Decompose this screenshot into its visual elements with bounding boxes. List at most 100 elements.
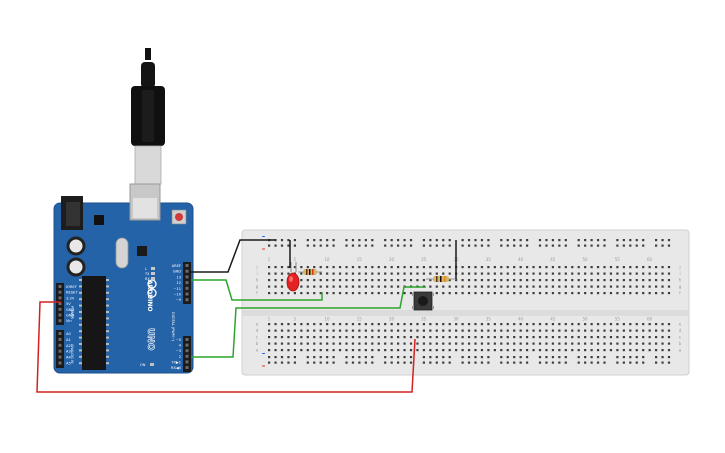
bb-rail-hole[interactable] <box>332 361 335 364</box>
bb-hole[interactable] <box>500 266 503 269</box>
bb-hole[interactable] <box>629 323 632 326</box>
bb-hole[interactable] <box>300 292 303 295</box>
bb-hole[interactable] <box>616 272 619 275</box>
bb-rail-hole[interactable] <box>326 239 329 242</box>
bb-rail-hole[interactable] <box>526 356 529 359</box>
bb-hole[interactable] <box>558 292 561 295</box>
led-component[interactable] <box>286 262 300 292</box>
analog-pin-2[interactable] <box>58 343 62 347</box>
bb-hole[interactable] <box>338 285 342 288</box>
bb-hole[interactable] <box>461 266 464 269</box>
bb-hole[interactable] <box>642 329 645 332</box>
bb-hole[interactable] <box>300 323 303 326</box>
bb-hole[interactable] <box>390 329 393 332</box>
bb-hole[interactable] <box>603 336 606 339</box>
bb-hole[interactable] <box>280 329 284 332</box>
bb-hole[interactable] <box>538 342 542 345</box>
bb-hole[interactable] <box>603 285 606 288</box>
bb-rail-hole[interactable] <box>326 244 329 247</box>
bb-hole[interactable] <box>409 342 413 345</box>
bb-hole[interactable] <box>629 349 632 352</box>
bb-hole[interactable] <box>371 285 374 288</box>
bb-hole[interactable] <box>590 336 593 339</box>
bb-rail-hole[interactable] <box>538 361 542 364</box>
digital-bottom-pin-4[interactable] <box>185 360 189 364</box>
bb-hole[interactable] <box>319 336 322 339</box>
bb-rail-hole[interactable] <box>280 361 284 364</box>
bb-hole[interactable] <box>390 323 393 326</box>
bb-hole[interactable] <box>661 329 664 332</box>
bb-rail-hole[interactable] <box>667 361 671 364</box>
bb-hole[interactable] <box>371 349 374 352</box>
bb-hole[interactable] <box>448 349 451 352</box>
bb-hole[interactable] <box>622 336 625 339</box>
bb-hole[interactable] <box>377 279 380 282</box>
bb-hole[interactable] <box>268 272 271 275</box>
bb-rail-hole[interactable] <box>371 361 374 364</box>
bb-hole[interactable] <box>545 292 548 295</box>
bb-rail-hole[interactable] <box>461 239 464 242</box>
bb-hole[interactable] <box>332 266 335 269</box>
bb-hole[interactable] <box>622 329 625 332</box>
bb-hole[interactable] <box>280 323 284 326</box>
bb-hole[interactable] <box>500 323 503 326</box>
bb-hole[interactable] <box>635 329 638 332</box>
bb-hole[interactable] <box>526 342 529 345</box>
bb-hole[interactable] <box>526 285 529 288</box>
digital-top-pin-2[interactable] <box>185 275 189 279</box>
bb-hole[interactable] <box>538 266 542 269</box>
bb-hole[interactable] <box>532 266 535 269</box>
bb-hole[interactable] <box>635 349 638 352</box>
bb-hole[interactable] <box>448 329 451 332</box>
bb-hole[interactable] <box>390 336 393 339</box>
bb-hole[interactable] <box>416 323 419 326</box>
bb-hole[interactable] <box>364 292 367 295</box>
bb-hole[interactable] <box>461 323 464 326</box>
bb-rail-hole[interactable] <box>603 356 606 359</box>
bb-hole[interactable] <box>358 349 361 352</box>
bb-hole[interactable] <box>545 329 548 332</box>
bb-hole[interactable] <box>564 272 567 275</box>
bb-hole[interactable] <box>590 329 593 332</box>
bb-hole[interactable] <box>571 323 574 326</box>
bb-hole[interactable] <box>442 266 445 269</box>
bb-rail-hole[interactable] <box>635 244 638 247</box>
bb-rail-hole[interactable] <box>384 239 387 242</box>
bb-rail-hole[interactable] <box>538 244 542 247</box>
bb-rail-hole[interactable] <box>526 361 529 364</box>
bb-hole[interactable] <box>300 336 303 339</box>
bb-hole[interactable] <box>655 272 658 275</box>
bb-hole[interactable] <box>532 279 535 282</box>
bb-hole[interactable] <box>622 266 625 269</box>
bb-hole[interactable] <box>409 329 413 332</box>
bb-hole[interactable] <box>345 342 348 345</box>
bb-hole[interactable] <box>345 329 348 332</box>
bb-hole[interactable] <box>667 285 671 288</box>
bb-rail-hole[interactable] <box>397 239 400 242</box>
bb-hole[interactable] <box>603 292 606 295</box>
bb-hole[interactable] <box>345 292 348 295</box>
bb-hole[interactable] <box>616 336 619 339</box>
bb-hole[interactable] <box>338 336 342 339</box>
bb-rail-hole[interactable] <box>409 361 413 364</box>
bb-hole[interactable] <box>474 336 477 339</box>
bb-hole[interactable] <box>455 329 458 332</box>
bb-rail-hole[interactable] <box>513 361 516 364</box>
bb-hole[interactable] <box>345 336 348 339</box>
bb-rail-hole[interactable] <box>655 239 658 242</box>
bb-hole[interactable] <box>474 266 477 269</box>
bb-hole[interactable] <box>358 266 361 269</box>
bb-rail-hole[interactable] <box>293 356 296 359</box>
bb-rail-hole[interactable] <box>326 361 329 364</box>
bb-hole[interactable] <box>551 323 554 326</box>
bb-rail-hole[interactable] <box>558 239 561 242</box>
bb-rail-hole[interactable] <box>564 356 567 359</box>
bb-hole[interactable] <box>629 272 632 275</box>
bb-hole[interactable] <box>519 285 522 288</box>
bb-hole[interactable] <box>564 323 567 326</box>
bb-hole[interactable] <box>403 329 406 332</box>
bb-hole[interactable] <box>609 349 613 352</box>
bb-hole[interactable] <box>609 266 613 269</box>
bb-hole[interactable] <box>268 342 271 345</box>
bb-hole[interactable] <box>551 279 554 282</box>
